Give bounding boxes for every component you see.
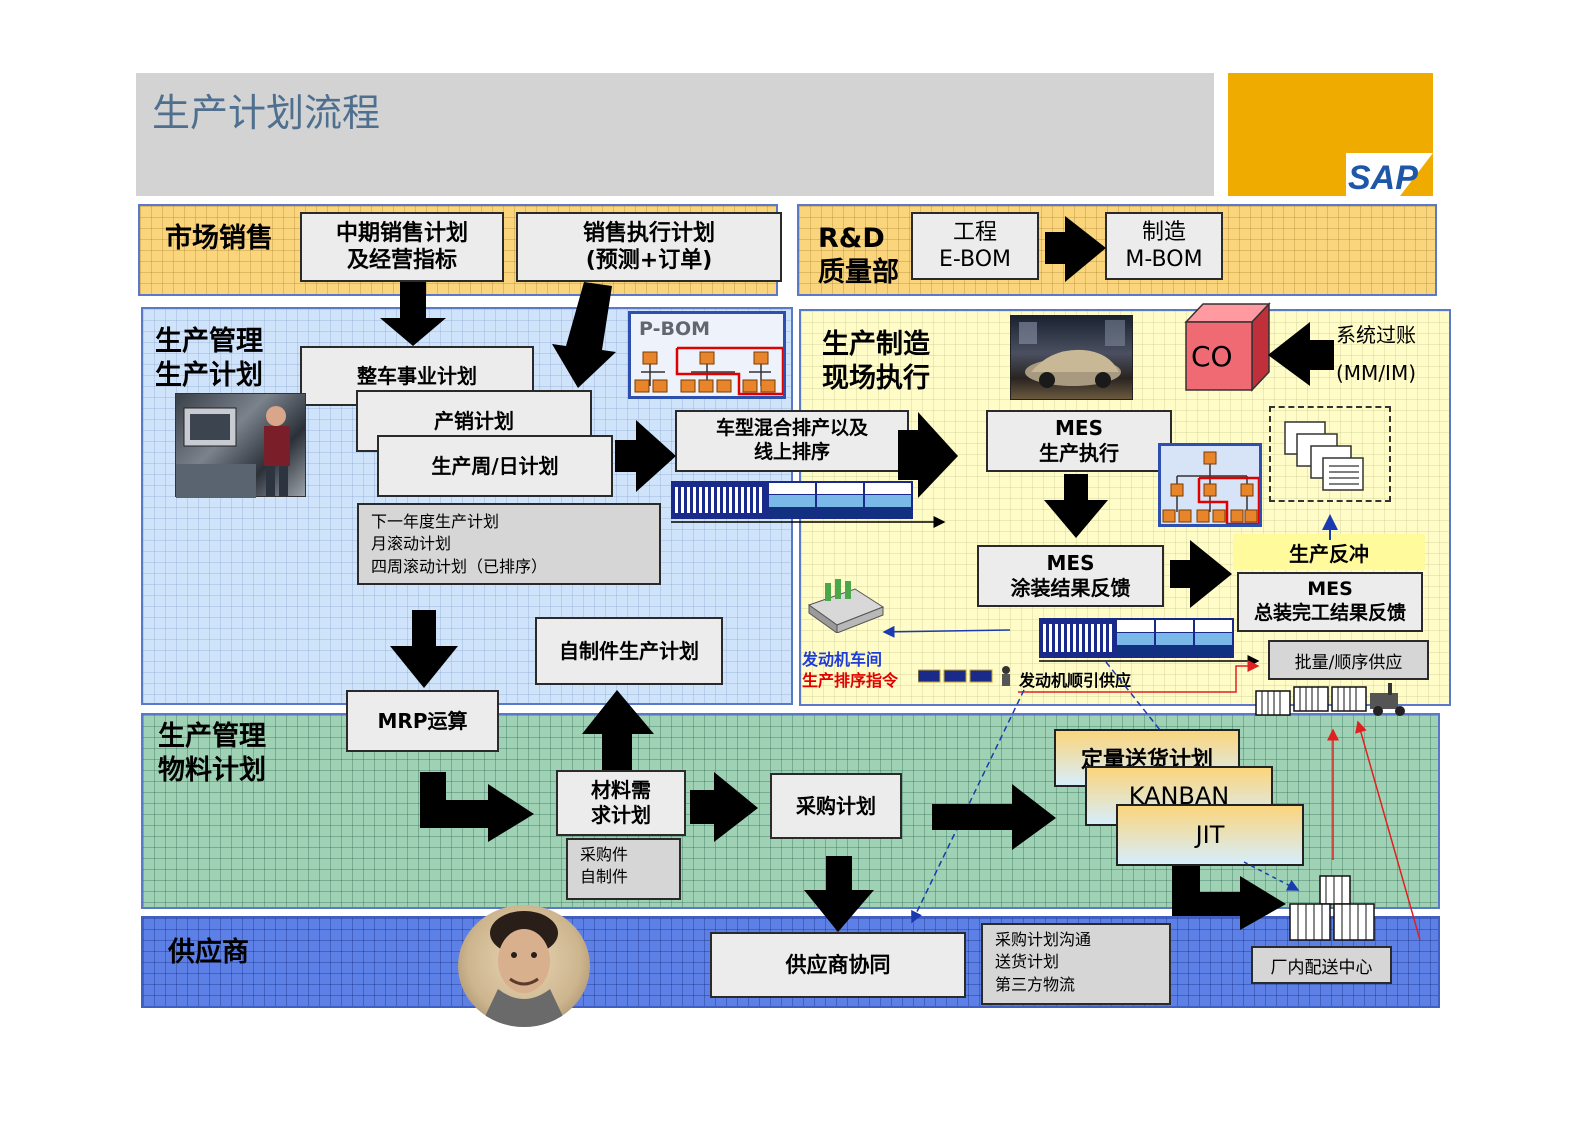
arrow-right-delivery (932, 784, 1056, 850)
mixed-sequencing-box: 车型混合排产以及线上排序 (675, 410, 909, 472)
engine-shop-label: 发动机车间 (802, 650, 883, 669)
arrow-down-1 (380, 282, 446, 346)
documents-box (1269, 406, 1391, 502)
batch-sequence-supply-box: 批量/顺序供应 (1268, 640, 1429, 680)
material-requirements-plan-box: 材料需求计划 (556, 770, 686, 836)
distribution-pallets-icon (1284, 874, 1384, 948)
sequence-order-label: 生产排序指令 (802, 671, 899, 690)
arrow-jit-dist (1172, 866, 1286, 930)
car-photo (1010, 315, 1133, 400)
purchase-plan-box: 采购计划 (770, 773, 902, 839)
sequence-bar-lower (1039, 618, 1234, 658)
lane-label-manufacturing: 生产制造现场执行 (822, 329, 930, 394)
supplier-collaboration-box: 供应商协同 (710, 932, 966, 998)
sales-execution-plan-box: 销售执行计划(预测+订单) (516, 212, 782, 282)
supplier-notes-box: 采购计划沟通送货计划第三方物流 (981, 923, 1171, 1005)
engine-cart-icon (917, 664, 1022, 688)
arrow-right-bom (1045, 216, 1106, 282)
factory-worker-photo (175, 393, 306, 498)
mbom-diagram (1158, 443, 1262, 527)
arrow-down-2 (552, 282, 616, 388)
system-posting-label: 系统过账(MM/IM) (1336, 323, 1417, 385)
purchase-types-box: 采购件自制件 (566, 838, 681, 900)
engine-sequence-supply-label: 发动机顺引供应 (1019, 671, 1132, 690)
mid-term-sales-plan-box: 中期销售计划及经营指标 (300, 212, 504, 282)
pbom-label: P-BOM (639, 318, 711, 340)
header-bar (136, 73, 1214, 196)
arrow-up-selfmade (582, 690, 654, 770)
arrow-down-supplier (804, 856, 874, 932)
pbom-diagram: P-BOM (628, 311, 786, 399)
page-title: 生产计划流程 (152, 91, 381, 135)
supplier-person-photo (458, 905, 590, 1027)
arrow-right-4 (898, 412, 958, 498)
sequence-bar-upper (671, 481, 913, 519)
arrow-l-mrp (420, 772, 534, 842)
arrow-right-purchase (690, 772, 758, 842)
lane-label-material-planning: 生产管理物料计划 (158, 721, 266, 786)
lane-label-production-planning: 生产管理生产计划 (155, 326, 263, 391)
lane-label-market-sales: 市场销售 (165, 223, 273, 254)
co-label: CO (1191, 340, 1233, 373)
arrow-down-mes (1044, 474, 1108, 538)
engine-shop-icon (805, 575, 887, 634)
in-plant-distribution-center-box: 厂内配送中心 (1251, 946, 1392, 984)
weekly-daily-plan-box: 生产周/日计划 (377, 435, 613, 497)
arrow-right-3 (615, 420, 676, 492)
sap-brand-block: SAP (1228, 73, 1433, 197)
lane-label-supplier: 供应商 (168, 937, 249, 968)
co-cube: CO (1183, 302, 1273, 394)
schedule-notes-box: 下一年度生产计划 月滚动计划 四周滚动计划（已排序） (357, 503, 661, 585)
arrow-right-mes (1170, 540, 1232, 608)
forklift-pallets-icon (1254, 677, 1414, 719)
jit-box: JIT (1116, 804, 1304, 866)
arrow-down-mrp (390, 610, 458, 688)
sap-logo: SAP (1346, 153, 1433, 197)
self-made-parts-plan-box: 自制件生产计划 (535, 617, 723, 685)
sap-logo-text: SAP (1348, 159, 1418, 196)
mrp-run-box: MRP运算 (346, 690, 499, 752)
arrow-left-co (1268, 322, 1334, 386)
